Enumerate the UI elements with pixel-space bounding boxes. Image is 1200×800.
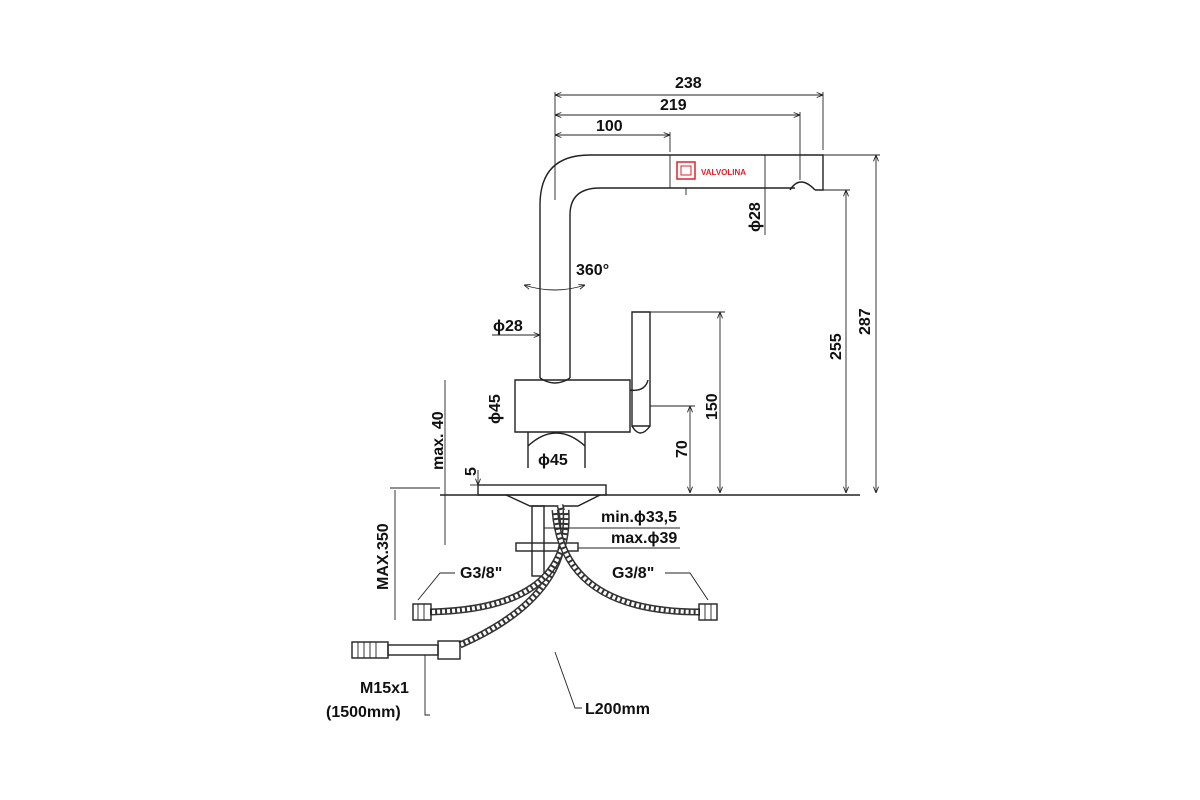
dim-rotation: 360° [576,262,609,279]
dim-255: 255 [828,333,845,360]
dim-conn-left: G3/8" [460,565,502,582]
dim-219: 219 [660,97,687,114]
brand-name: VALVOLINA [701,168,746,177]
dimension-lines [390,92,880,716]
dim-shower-thread: M15x1 [360,680,409,697]
hoses [429,504,701,649]
dim-conn-right: G3/8" [612,565,654,582]
shower-connector [351,640,461,660]
dim-150: 150 [704,393,721,420]
connector-right [698,603,718,621]
dim-hole-max: max.ϕ39 [611,530,677,547]
faucet-body [440,311,860,577]
dim-body-diameter: ϕ45 [487,394,504,424]
dim-100: 100 [596,118,623,135]
dim-max-deck: max. 40 [430,411,447,470]
dim-70: 70 [674,440,691,458]
dim-max-under: MAX.350 [375,523,392,590]
dim-head-diameter: ϕ28 [747,202,764,232]
dim-base-height: 5 [463,467,480,476]
connector-left [412,603,432,621]
dim-287: 287 [857,308,874,335]
faucet-spout [539,154,824,378]
dimension-labels: 238 219 100 ϕ28 360° ϕ28 ϕ45 ϕ45 max. 40… [326,75,874,721]
dim-hose-length: L200mm [585,701,650,718]
brand-logo: VALVOLINA [676,161,746,180]
dim-base-diameter: ϕ45 [538,452,568,469]
dim-spout-diameter: ϕ28 [493,318,523,335]
dim-238: 238 [675,75,702,92]
dim-hole-min: min.ϕ33,5 [601,509,677,526]
dim-shower-length: (1500mm) [326,704,401,721]
